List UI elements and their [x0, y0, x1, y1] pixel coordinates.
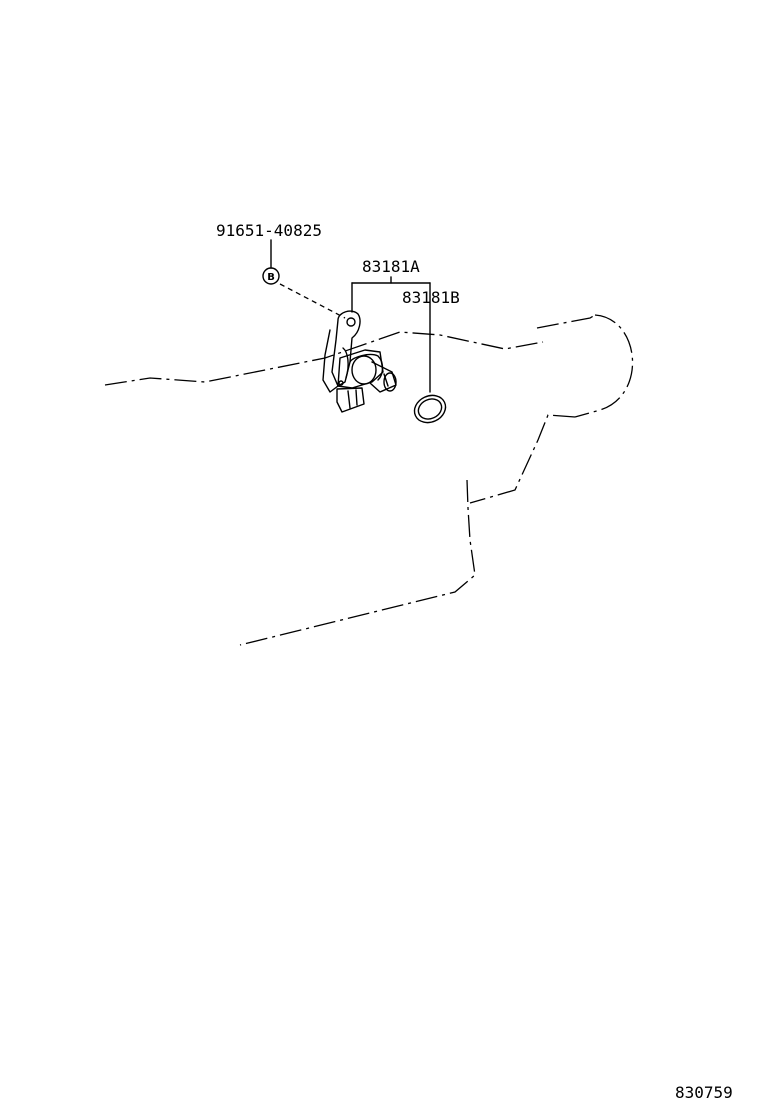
bolt-part-number: 91651-40825 [216, 221, 322, 240]
bolt-ref-letter: B [267, 272, 275, 283]
sensor-part-number[interactable]: 83181A [362, 257, 420, 276]
bolt-callout[interactable]: 91651-40825 B [216, 221, 346, 319]
transmission-outline-icon [104, 314, 634, 646]
leader-lines [351, 276, 431, 393]
oring-part-number[interactable]: 83181B [402, 288, 460, 307]
o-ring-icon[interactable] [410, 390, 450, 427]
bolt-callout-icon [262, 267, 280, 285]
figure-id: 830759 [675, 1083, 733, 1102]
speed-sensor-icon[interactable] [322, 310, 397, 413]
